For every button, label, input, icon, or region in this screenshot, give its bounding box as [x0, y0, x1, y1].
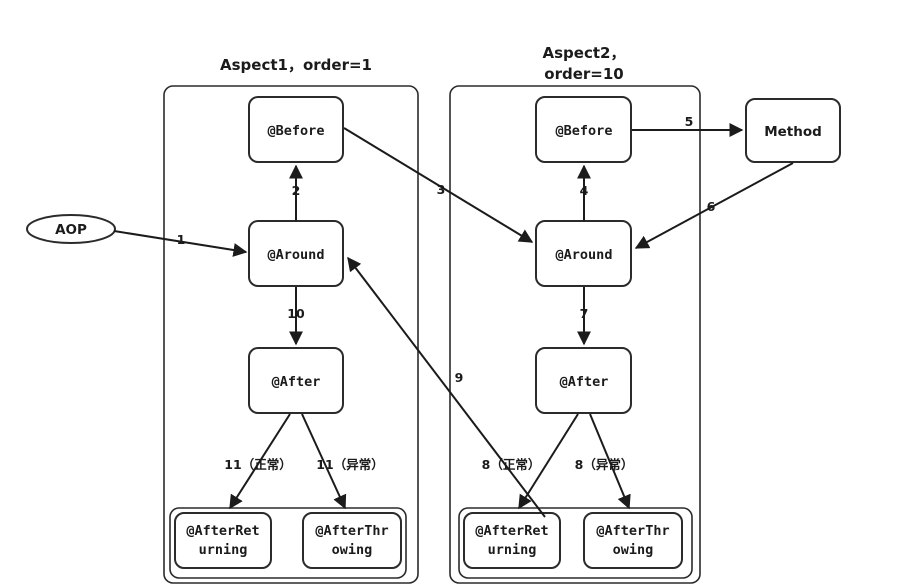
edge-8-exception-after2-to-afterthrowing2 [589, 413, 631, 510]
edge-7-label: 7 [580, 306, 589, 321]
edge-10-label: 10 [287, 306, 305, 321]
edge-9-label: 9 [455, 370, 464, 385]
edge-11-normal-label: 11（正常） [224, 457, 291, 472]
aspect2-afterreturning-label-line1: @AfterRet [475, 523, 548, 539]
edge-3-before1-to-around2 [343, 127, 534, 243]
aspect2-afterreturning-label-line2: urning [488, 542, 537, 558]
edge-4-label: 4 [580, 183, 589, 198]
aspect2-after-node [535, 347, 632, 414]
aspect2-around-label: @Around [556, 247, 613, 263]
edge-11-exception-label: 11（异常） [316, 457, 383, 472]
aspect1-afterthrowing-label-line1: @AfterThr [315, 523, 388, 539]
aspect2-before-label: @Before [556, 123, 613, 139]
aspect1-around-label: @Around [268, 247, 325, 263]
aspect1-after-group [169, 507, 407, 579]
aspect1-after-node [248, 347, 344, 414]
edge-5-label: 5 [685, 114, 694, 129]
edge-11-normal-after1-to-afterreturning1 [229, 413, 291, 510]
method-node [745, 98, 841, 163]
aspect2-after-group [458, 507, 693, 579]
aspect1-panel [163, 85, 419, 584]
aspect1-title: Aspect1，order=1 [220, 56, 372, 74]
edge-11-exception-after1-to-afterthrowing1 [301, 413, 347, 510]
aspect1-before-label: @Before [268, 123, 325, 139]
edge-8-exception-label: 8（异常） [575, 457, 634, 472]
aspect2-afterthrowing-label-line1: @AfterThr [596, 523, 669, 539]
aspect2-afterreturning-node [463, 512, 561, 569]
edge-1-label: 1 [177, 232, 186, 247]
edge-6-label: 6 [707, 199, 716, 214]
aspect2-afterthrowing-node [583, 512, 683, 569]
aop-start-node [26, 214, 116, 244]
edge-8-normal-after2-to-afterreturning2 [518, 413, 579, 510]
edge-8-normal-label: 8（正常） [482, 457, 541, 472]
aspect1-afterthrowing-node [302, 512, 402, 569]
aop-start-label: AOP [55, 222, 87, 238]
aspect2-afterthrowing-label-line2: owing [613, 542, 654, 558]
aspect1-after-label: @After [272, 374, 321, 390]
edge-3-label: 3 [437, 182, 446, 197]
edge-2-label: 2 [292, 183, 301, 198]
aspect2-panel [449, 85, 701, 584]
aspect2-after-label: @After [560, 374, 609, 390]
aspect2-before-node [535, 96, 632, 163]
edge-6-method-to-around2 [634, 162, 794, 249]
aspect1-afterreturning-label-line2: urning [199, 542, 248, 558]
aspect2-title-line2: order=10 [544, 65, 623, 83]
aspect1-afterreturning-label-line1: @AfterRet [186, 523, 259, 539]
edge-1-aop-to-around1 [113, 230, 248, 257]
aspect1-afterthrowing-label-line2: owing [332, 542, 373, 558]
aspect2-title-line1: Aspect2， [543, 44, 626, 62]
aspect1-before-node [248, 96, 344, 163]
edge-9-aspect2-to-around1 [347, 256, 546, 518]
method-label: Method [764, 124, 822, 140]
aspect1-afterreturning-node [174, 512, 272, 569]
